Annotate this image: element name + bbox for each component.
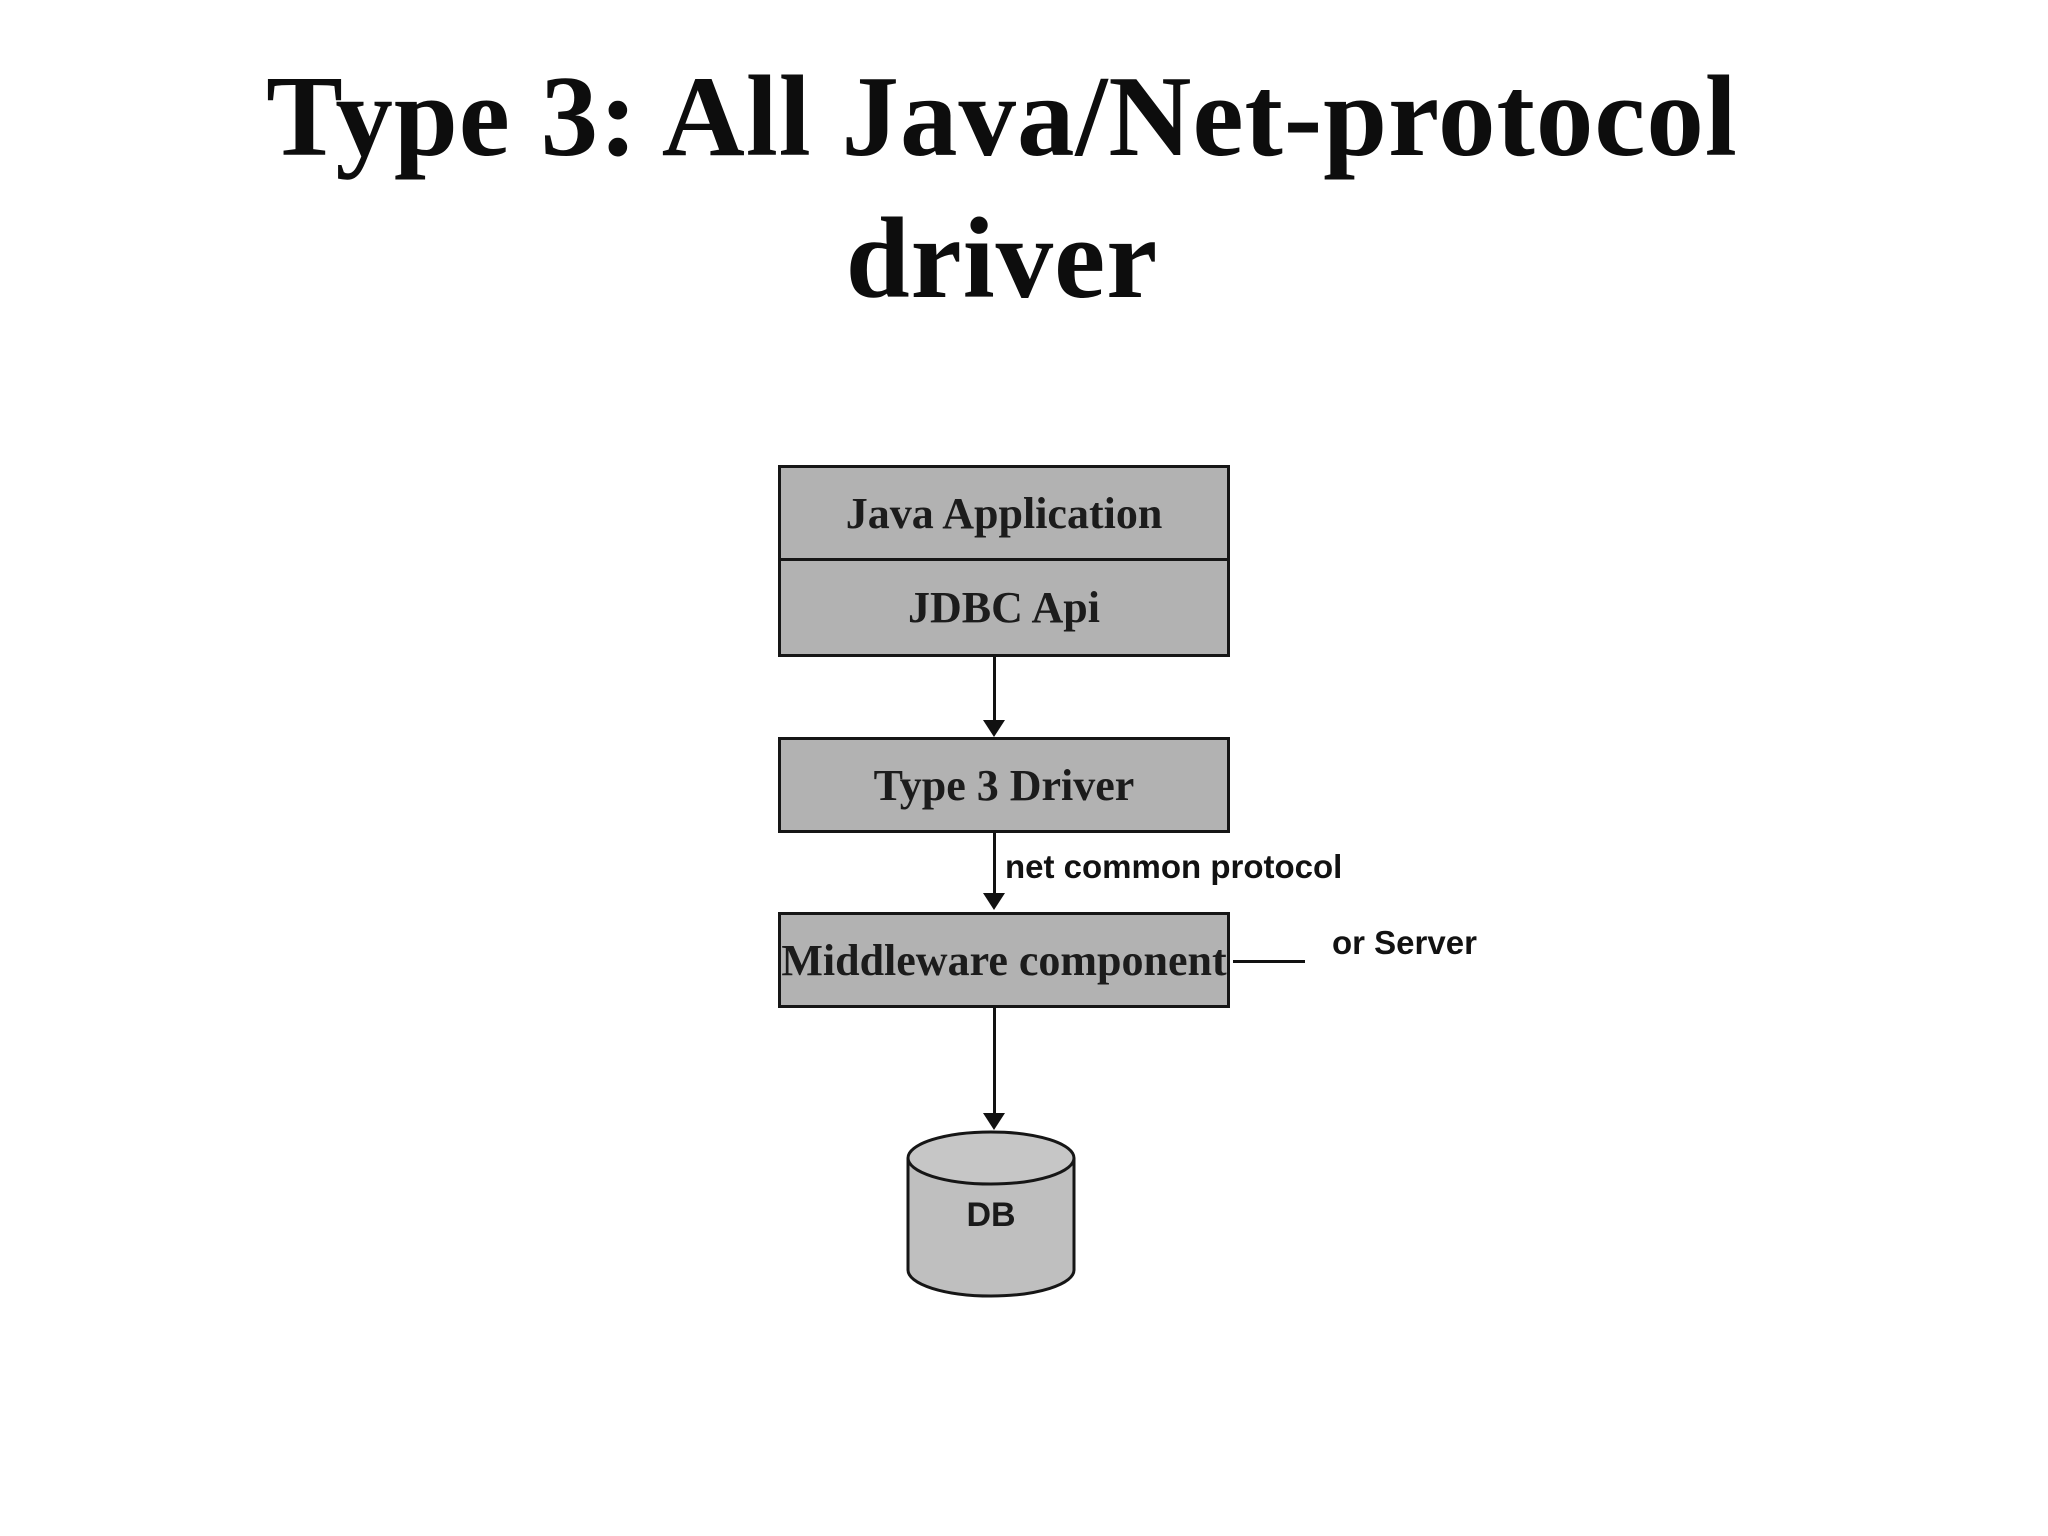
arrow-jdbc-to-driver-line [993,657,996,723]
java-application-jdbc-box: Java Application JDBC Api [778,465,1230,657]
slide-title-line2: driver [845,195,1159,322]
arrow-jdbc-to-driver-head [983,720,1005,737]
java-application-label: Java Application [845,488,1163,538]
middleware-side-connector-line [1233,960,1305,963]
type-3-driver-box: Type 3 Driver [778,737,1230,833]
java-application-cell: Java Application [781,468,1227,561]
middleware-component-label: Middleware component [781,935,1227,985]
arrow-driver-to-middleware-head [983,893,1005,910]
arrow-middleware-to-db-line [993,1008,996,1116]
middleware-component-box: Middleware component [778,912,1230,1008]
db-label: DB [966,1196,1016,1234]
type-3-driver-label: Type 3 Driver [873,760,1135,810]
slide-title: Type 3: All Java/Net-protocol driver [0,46,2004,330]
jdbc-api-cell: JDBC Api [781,561,1227,654]
arrow-driver-to-middleware-line [993,833,996,895]
arrow-middleware-to-db-head [983,1113,1005,1130]
jdbc-api-label: JDBC Api [908,583,1100,632]
slide-title-line1: Type 3: All Java/Net-protocol [266,53,1738,180]
db-cylinder-icon [906,1130,1076,1298]
net-common-protocol-label: net common protocol [1005,848,1343,885]
or-server-label: or Server [1332,924,1477,961]
